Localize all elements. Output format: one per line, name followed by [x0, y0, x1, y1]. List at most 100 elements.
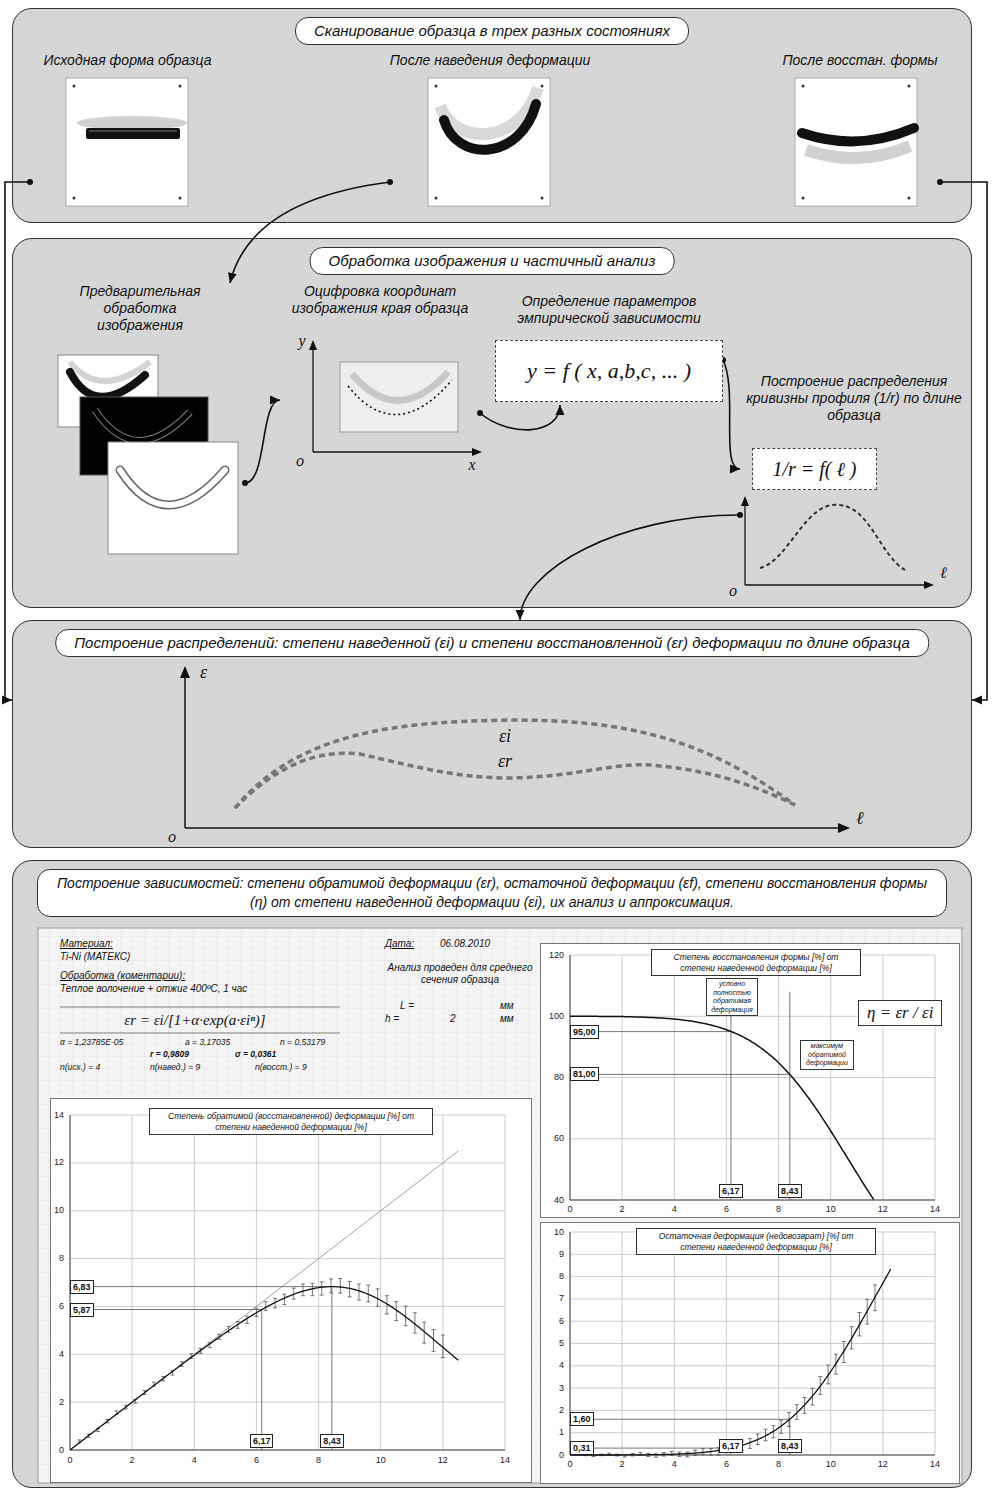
error-bar [264, 1310, 268, 1311]
callout-number: 8,43 [778, 1184, 802, 1198]
error-bar [254, 1308, 258, 1309]
error-bar [77, 1439, 81, 1440]
error-bar [247, 1316, 248, 1323]
tick-label: 2 [620, 1459, 625, 1470]
tick-label: 10 [826, 1204, 836, 1215]
fit-parameter: α = 1,23785E-05 [60, 1037, 123, 1047]
error-bar [811, 1388, 815, 1389]
processing-panel: Обработка изображения и частичный анализ… [12, 238, 972, 608]
tick-label: 8 [316, 1455, 321, 1466]
scan-recovered [908, 85, 911, 88]
callout-number: 8,43 [320, 1434, 344, 1448]
error-bar [329, 1279, 333, 1280]
arrow-head [270, 396, 280, 405]
error-bar [180, 1361, 184, 1362]
error-bar [152, 1382, 156, 1383]
report-sheet [38, 928, 962, 1483]
caption: Оцифровка координат изображения края обр… [285, 283, 475, 317]
connector-line [480, 405, 560, 430]
error-bar [284, 1294, 285, 1304]
axis-line [570, 1200, 935, 1201]
marker-line [570, 1419, 790, 1420]
reference-line [70, 1151, 458, 1450]
axis-line [70, 1450, 505, 1451]
sheet-note: Ti-Ni (МАТЕКС) [60, 951, 130, 963]
scan-original [73, 85, 76, 88]
grid-line [194, 1115, 195, 1450]
curvature-sketch [924, 581, 934, 589]
fit-parameter: a = 3,17035 [185, 1037, 230, 1047]
error-bar [340, 1279, 341, 1294]
scan-deformed [541, 197, 544, 200]
tick-label: 4 [59, 1349, 64, 1360]
connector-dot [477, 410, 483, 416]
axis-symbol: εi [499, 726, 511, 747]
connector-line [723, 360, 740, 469]
error-bar [310, 1295, 314, 1296]
error-bar [385, 1295, 389, 1296]
curvature-sketch [741, 496, 934, 589]
error-bar [857, 1335, 861, 1336]
scan-deformed [435, 197, 438, 200]
error-bar [189, 1353, 193, 1354]
scan-deformed [444, 104, 536, 150]
report-sheet [540, 943, 960, 1218]
digitized-edge [309, 340, 482, 456]
error-bar [678, 1456, 682, 1457]
tick-label: 2 [59, 1397, 64, 1408]
scan-deformed [428, 78, 550, 206]
caption: Предварительная обработка изображения [65, 283, 215, 334]
scan-deformed [435, 85, 438, 88]
axis-letter: ℓ [940, 564, 947, 582]
tick-label: 8 [776, 1459, 781, 1470]
connector-line [5, 182, 30, 700]
axis-symbol: ε [200, 662, 207, 683]
error-bar [385, 1313, 389, 1314]
error-bar [264, 1301, 268, 1302]
tick-label: 2 [130, 1455, 135, 1466]
error-bar [208, 1347, 212, 1348]
fit-curve [570, 1269, 891, 1455]
callout-number: 6,17 [250, 1434, 274, 1448]
arrow-head [516, 610, 525, 620]
grid-line [570, 1321, 935, 1322]
error-bar [394, 1301, 398, 1302]
sheet-note: Обработка (коментарии): [60, 970, 185, 982]
callout-number: 6,17 [719, 1184, 743, 1198]
connector [242, 396, 280, 487]
tick-label: 1 [559, 1427, 564, 1438]
error-bar [199, 1353, 203, 1354]
sheet-note: мм [500, 1000, 514, 1012]
error-bar [703, 1449, 704, 1455]
panel-title: Построение зависимостей: степени обратим… [37, 869, 947, 917]
connector-line [245, 400, 280, 483]
error-bar [795, 1419, 799, 1420]
fit-parameter: n = 0,53179 [280, 1037, 325, 1047]
error-bar [413, 1312, 417, 1313]
report-sheet [50, 1098, 532, 1483]
error-bar [331, 1279, 332, 1293]
chart-title: Степень обратимой (восстановленной) дефо… [149, 1108, 433, 1135]
grid-line [570, 1388, 935, 1389]
error-bar [646, 1456, 650, 1457]
tick-label: 120 [549, 950, 564, 961]
error-bar [227, 1326, 231, 1327]
chart-note: условно полностью обратимая деформация [706, 978, 758, 1016]
error-bar [413, 1333, 417, 1334]
fit-parameter: σ = 0,0361 [235, 1049, 276, 1059]
error-bar [756, 1444, 760, 1445]
tick-label: 100 [549, 1011, 564, 1022]
tick-label: 7 [559, 1293, 564, 1304]
error-bar [701, 1448, 705, 1449]
error-bar [693, 1455, 697, 1456]
error-bar [693, 1450, 697, 1451]
chart-frame: Остаточная деформация (недовозврат) [%] … [540, 1222, 960, 1484]
marker-line [70, 1286, 332, 1287]
error-bar [873, 1310, 877, 1311]
grid-line [570, 1298, 935, 1299]
error-bar [245, 1323, 249, 1324]
error-bar [850, 1348, 854, 1349]
scan-recovered [795, 78, 917, 206]
